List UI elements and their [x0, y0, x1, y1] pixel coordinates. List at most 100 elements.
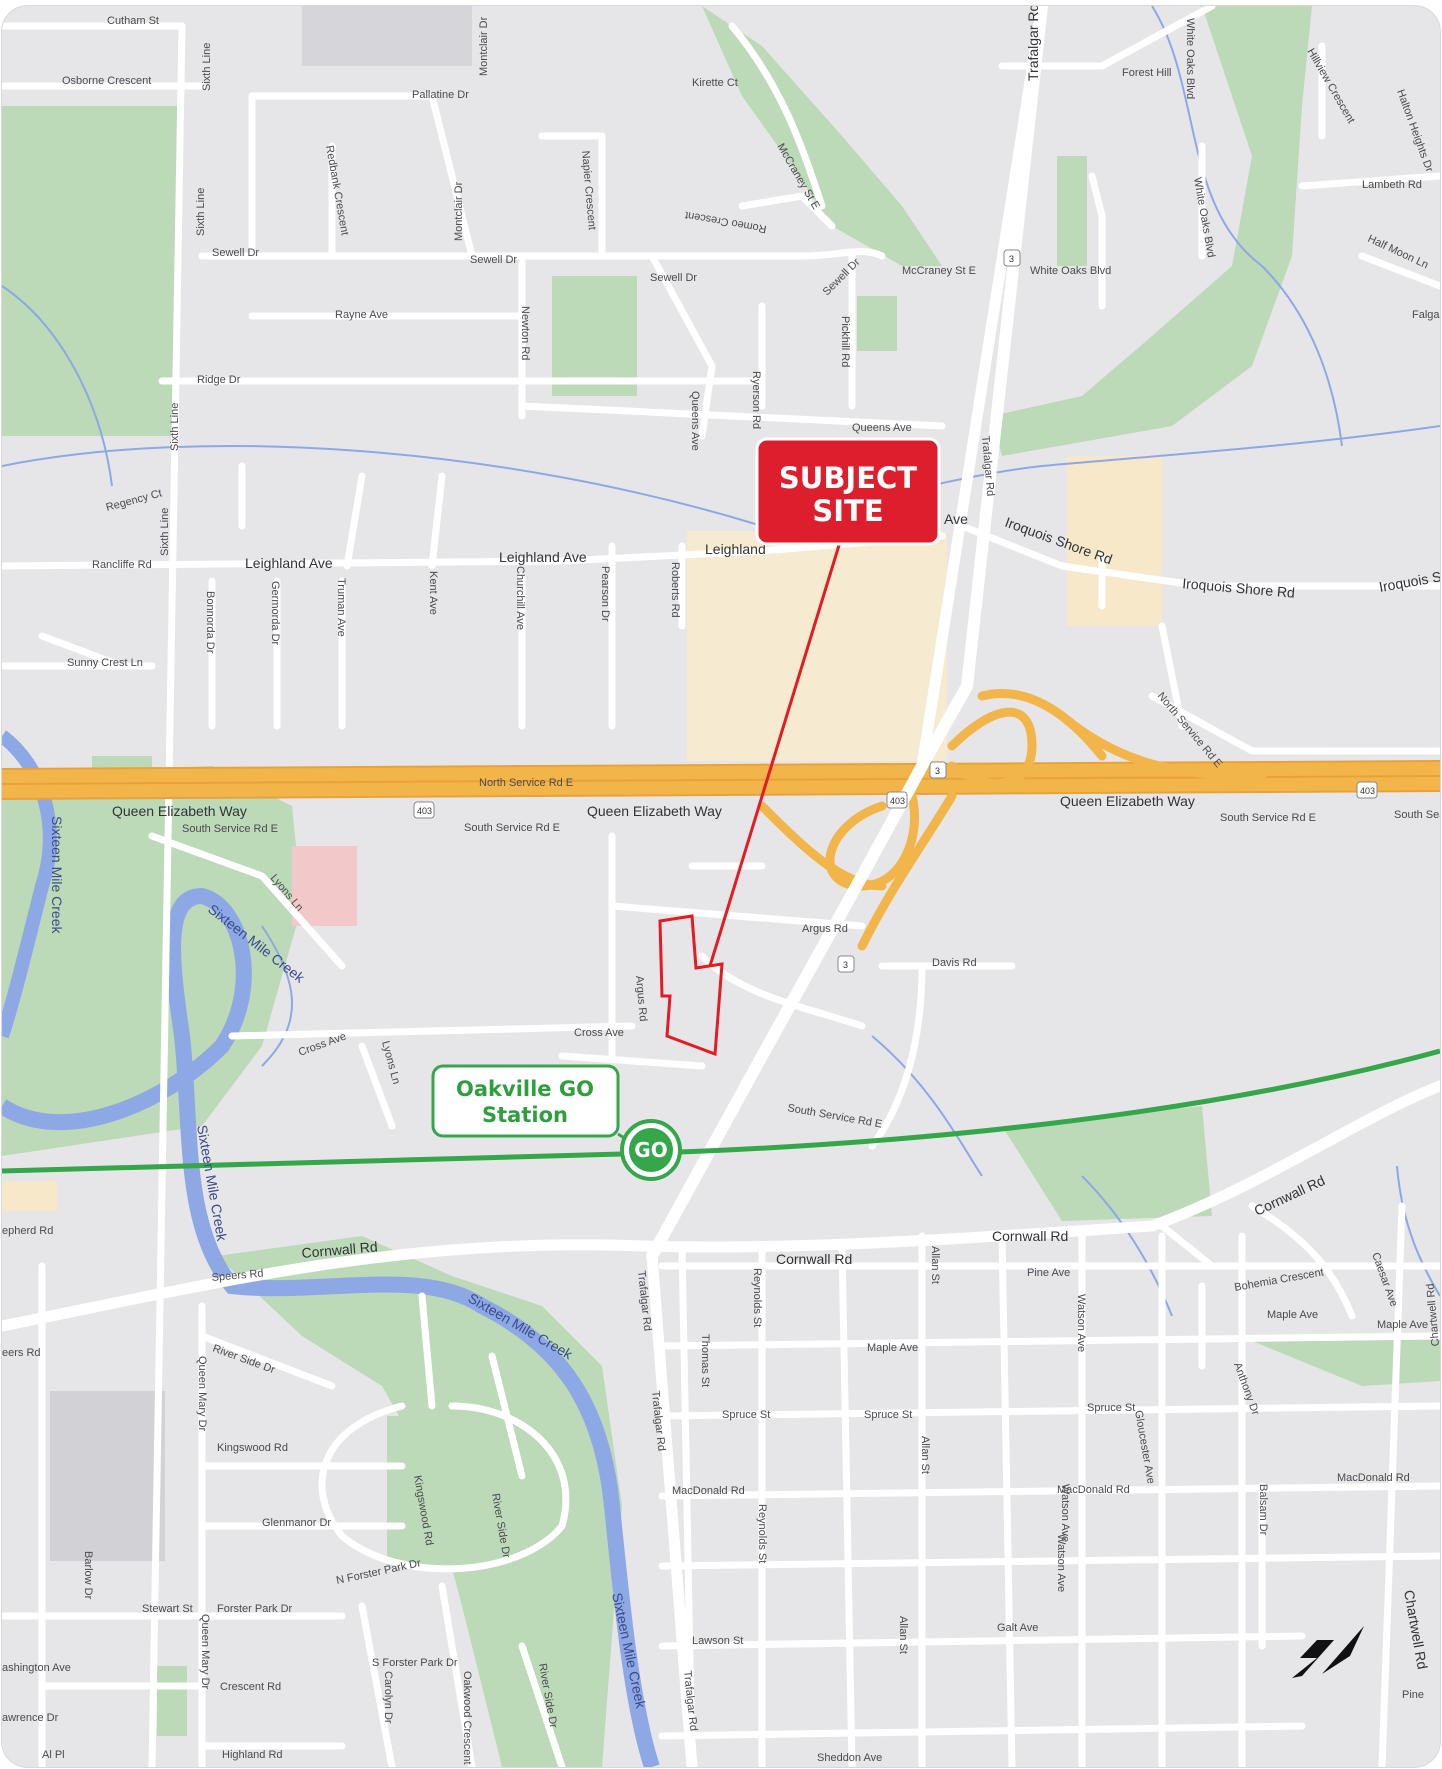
hwy-403-shield-icon: 403: [886, 791, 908, 809]
street-label: Chartwell Rd: [1425, 1283, 1440, 1347]
street-label: McCraney St E: [902, 265, 976, 277]
street-label: Newton Rd: [519, 306, 531, 360]
street-label: Galt Ave: [997, 1622, 1038, 1634]
station-line-1: Oakville GO: [456, 1077, 594, 1101]
street-label: ashington Ave: [2, 1662, 71, 1674]
go-transit-logo-icon[interactable]: GO: [620, 1119, 682, 1181]
street-label: Churchill Ave: [514, 566, 526, 630]
commercial-areas: [2, 6, 1162, 1561]
station-line-2: Station: [482, 1103, 568, 1127]
street-label: Sheddon Ave: [817, 1752, 882, 1764]
street-label: Watson Ave: [1075, 1294, 1087, 1352]
street-label: Crescent Rd: [220, 1681, 281, 1693]
street-label: Balsam Dr: [1257, 1484, 1269, 1536]
svg-text:3: 3: [843, 960, 848, 970]
street-label: White Oaks Blvd: [1184, 18, 1196, 99]
parks: [2, 6, 1440, 1767]
street-label: Cornwall Rd: [992, 1228, 1068, 1244]
street-label: Al Pl: [42, 1749, 65, 1761]
street-label: Sixth Line: [201, 43, 213, 91]
service-road-label: North Service Rd E: [479, 777, 573, 789]
street-label: Spruce St: [1087, 1402, 1135, 1414]
street-label: awrence Dr: [2, 1712, 59, 1724]
subject-site-callout[interactable]: SUBJECT SITE: [755, 437, 941, 546]
svg-text:403: 403: [417, 806, 432, 816]
street-label: Maple Ave: [867, 1342, 918, 1354]
north-arrow-icon: N: [1292, 1626, 1364, 1678]
street-label: Argus Rd: [802, 923, 848, 935]
street-label: Kirette Ct: [692, 77, 738, 89]
qew-highway: [2, 689, 1440, 951]
street-label: Queens Ave: [852, 422, 912, 434]
highway-labels: Queen Elizabeth Way Queen Elizabeth Way …: [112, 249, 1440, 973]
street-label: Leighland: [705, 541, 766, 557]
street-label: Leighland Ave: [245, 555, 333, 571]
hwy-3-shield-icon: 3: [1003, 249, 1021, 267]
street-label: Truman Ave: [335, 578, 347, 637]
street-label: Trafalgar Rd: [979, 435, 996, 497]
hwy-403-shield-icon: 403: [413, 801, 435, 819]
street-label: Highland Rd: [222, 1749, 283, 1761]
service-road-label: South Service Rd E: [464, 822, 560, 834]
north-arrow-letter: N: [1304, 1671, 1305, 1673]
street-label: White Oaks Blvd: [1030, 265, 1111, 277]
street-label: Davis Rd: [932, 957, 977, 969]
map[interactable]: Cutham St Osborne Crescent Sixth Line Si…: [2, 6, 1440, 1767]
street-label: Speers Rd: [211, 1268, 264, 1284]
street-label: Bonnorda Dr: [204, 591, 216, 654]
street-label: Rayne Ave: [335, 309, 388, 321]
qew-label: Queen Elizabeth Way: [1060, 793, 1195, 809]
street-label: Pickhill Rd: [839, 316, 851, 367]
street-label: Pine: [1402, 1689, 1424, 1701]
street-label: Queen Mary Dr: [199, 1614, 211, 1690]
street-label: Kingswood Rd: [217, 1442, 288, 1454]
street-label: Stewart St: [142, 1603, 193, 1615]
street-label: Ave: [944, 511, 968, 527]
qew-label: Queen Elizabeth Way: [112, 803, 247, 819]
street-label: Kent Ave: [427, 571, 439, 615]
street-label: Maple Ave: [1377, 1319, 1428, 1331]
street-label: Ridge Dr: [197, 374, 241, 386]
hwy-3-shield-icon: 3: [837, 955, 855, 973]
street-label: Sixth Line: [195, 188, 207, 236]
street-label: Montclair Dr: [478, 16, 490, 76]
street-label: eers Rd: [2, 1347, 41, 1359]
street-label: Maple Ave: [1267, 1309, 1318, 1321]
street-label: Spruce St: [864, 1409, 912, 1421]
street-label: Cutham St: [107, 15, 159, 27]
trafalgar-road-main: [646, 6, 1048, 1262]
street-label: epherd Rd: [2, 1225, 53, 1237]
street-label: Germorda Dr: [269, 581, 281, 646]
hwy-3-shield-icon: 3: [929, 761, 947, 779]
street-label: Thomas St: [699, 1334, 711, 1387]
rail-line: [2, 1048, 1440, 1174]
svg-text:403: 403: [1360, 786, 1375, 796]
go-logo-text: GO: [634, 1138, 667, 1162]
street-label: Rancliffe Rd: [92, 559, 152, 571]
hwy-403-shield-icon: 403: [1356, 781, 1378, 799]
street-label: Pine Ave: [1027, 1267, 1070, 1279]
street-label: S Forster Park Dr: [372, 1657, 458, 1669]
svg-text:3: 3: [1009, 254, 1014, 264]
street-label: MacDonald Rd: [672, 1485, 745, 1497]
street-label: Sixth Line: [169, 403, 181, 451]
svg-text:3: 3: [935, 766, 940, 776]
callout-line-2: SITE: [812, 494, 883, 528]
street-label: Barlow Dr: [82, 1551, 94, 1600]
callout-leader-line: [708, 541, 842, 967]
street-label: Sewell Dr: [650, 272, 697, 284]
callout-line-1: SUBJECT: [779, 461, 917, 495]
subject-site-outline: [658, 914, 724, 1057]
street-label: Sunny Crest Ln: [67, 657, 143, 669]
street-label: Pallatine Dr: [412, 89, 469, 101]
street-label: Oakwood Crescent: [461, 1671, 473, 1765]
street-label: Ryerson Rd: [750, 371, 762, 429]
street-label: Osborne Crescent: [62, 75, 151, 87]
street-label: Lawson St: [692, 1635, 743, 1647]
local-streets: [2, 6, 1440, 1767]
street-label: Queen Mary Dr: [196, 1356, 208, 1432]
go-station-callout[interactable]: Oakville GO Station: [431, 1064, 638, 1148]
street-label: Argus Rd: [633, 975, 649, 1022]
qew-label: Queen Elizabeth Way: [587, 803, 722, 819]
street-label: Forest Hill: [1122, 67, 1172, 79]
